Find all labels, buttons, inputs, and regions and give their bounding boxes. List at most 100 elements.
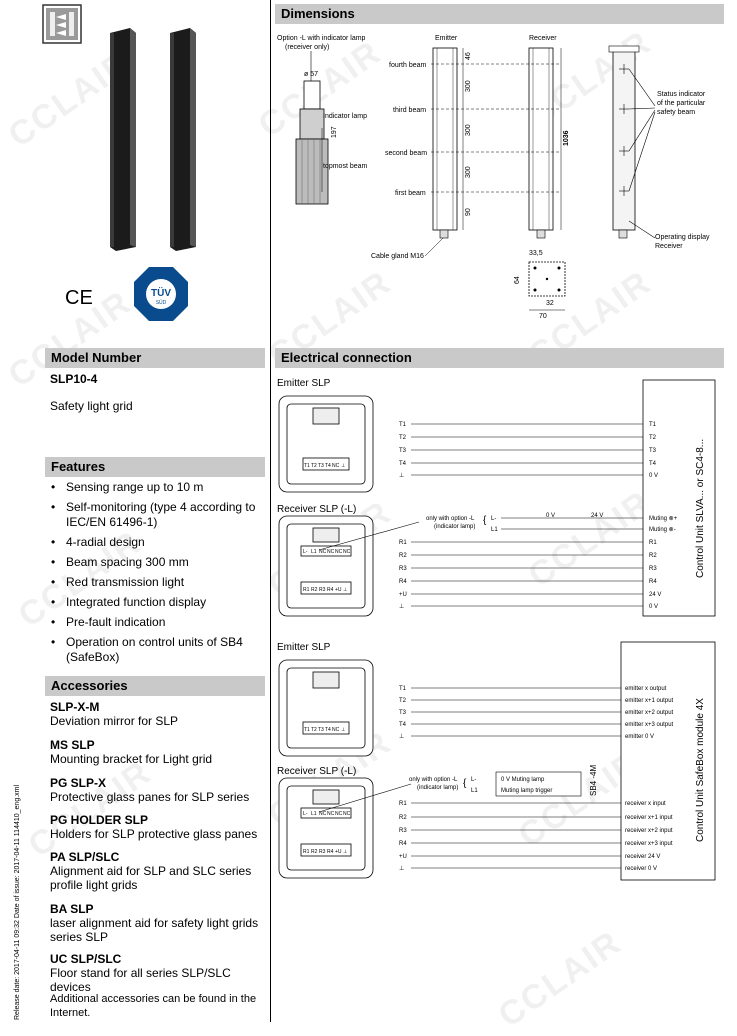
svg-text:NC: NC [319, 549, 327, 555]
accessory-desc: Deviation mirror for SLP [50, 714, 179, 728]
svg-text:L-: L- [491, 516, 496, 522]
svg-text:0 V: 0 V [649, 473, 658, 479]
svg-text:R4: R4 [327, 587, 334, 593]
accessory-name: PA SLP/SLC [50, 850, 120, 864]
svg-text:R4: R4 [399, 579, 407, 585]
accessory-desc: Mounting bracket for Light grid [50, 752, 213, 766]
features-header: Features [45, 457, 265, 477]
svg-text:R2: R2 [311, 587, 318, 593]
svg-text:R2: R2 [399, 815, 407, 821]
feature-item: Sensing range up to 10 m [48, 480, 263, 495]
svg-text:{: { [483, 515, 487, 526]
svg-text:T2: T2 [311, 727, 317, 733]
svg-text:⊥: ⊥ [399, 472, 404, 479]
model-number-header: Model Number [45, 348, 265, 368]
svg-text:Option -L with indicator lamp: Option -L with indicator lamp [277, 35, 366, 42]
model-number: SLP10-4 [50, 372, 98, 386]
svg-text:L1: L1 [471, 788, 478, 794]
feature-item: 4-radial design [48, 535, 263, 550]
accessory-name: PG HOLDER SLP [50, 813, 149, 827]
feature-item: Red transmission light [48, 575, 263, 590]
svg-text:(indicator lamp): (indicator lamp) [434, 524, 475, 530]
svg-text:Control Unit SLVA... or SC4-8.: Control Unit SLVA... or SC4-8... [695, 439, 706, 578]
accessory-desc: Alignment aid for SLP and SLC series pro… [50, 864, 252, 892]
svg-text:NC: NC [335, 549, 343, 555]
svg-text:T3: T3 [318, 727, 324, 733]
svg-text:T2: T2 [399, 435, 407, 441]
svg-text:64: 64 [514, 276, 521, 284]
svg-text:⊥: ⊥ [343, 849, 347, 855]
svg-text:R4: R4 [327, 849, 334, 855]
svg-text:NC: NC [327, 549, 335, 555]
svg-text:L-: L- [471, 777, 476, 783]
svg-text:T4: T4 [399, 461, 407, 467]
svg-text:L-: L- [303, 811, 308, 817]
feature-item: Integrated function display [48, 595, 263, 610]
watermark: CCLAIR [491, 923, 629, 1035]
accessory-item: MS SLP Mounting bracket for Light grid [50, 738, 265, 766]
svg-text:33,5: 33,5 [529, 250, 543, 257]
svg-text:⊥: ⊥ [343, 587, 347, 593]
svg-text:SB4 -4M: SB4 -4M [589, 765, 598, 796]
model-description: Safety light grid [50, 399, 133, 413]
svg-text:emitter x output: emitter x output [625, 686, 667, 692]
svg-text:T1: T1 [304, 463, 310, 469]
svg-text:Status indicator: Status indicator [657, 91, 706, 98]
svg-text:+U: +U [399, 592, 407, 598]
svg-text:0 V Muting lamp: 0 V Muting lamp [501, 777, 545, 783]
svg-text:R1: R1 [303, 849, 310, 855]
svg-text:R1: R1 [303, 587, 310, 593]
accessory-name: MS SLP [50, 738, 95, 752]
svg-text:32: 32 [546, 300, 554, 307]
svg-text:(receiver only): (receiver only) [285, 44, 329, 51]
svg-text:R3: R3 [399, 828, 407, 834]
svg-text:70: 70 [539, 313, 547, 320]
svg-text:R1: R1 [399, 801, 407, 807]
svg-text:⊥: ⊥ [341, 463, 345, 469]
svg-text:T4: T4 [649, 461, 657, 467]
svg-text:T1: T1 [399, 422, 407, 428]
svg-text:safety beam: safety beam [657, 109, 695, 116]
accessory-item: PG SLP-X Protective glass panes for SLP … [50, 776, 265, 804]
svg-text:L-: L- [303, 549, 308, 555]
svg-text:300: 300 [465, 166, 472, 178]
svg-text:T1: T1 [399, 686, 407, 692]
svg-text:receiver x+1 input: receiver x+1 input [625, 815, 673, 821]
svg-text:emitter 0 V: emitter 0 V [625, 734, 654, 740]
svg-text:R1: R1 [649, 540, 657, 546]
svg-text:24 V: 24 V [591, 513, 603, 519]
svg-text:Receiver SLP (-L): Receiver SLP (-L) [277, 504, 356, 515]
tuv-logo: TÜV SÜD [134, 267, 188, 321]
svg-text:Muting ⊗-: Muting ⊗- [649, 527, 676, 533]
svg-text:Operating display: Operating display [655, 234, 710, 241]
svg-text:R3: R3 [399, 566, 407, 572]
svg-text:Receiver: Receiver [655, 243, 683, 250]
svg-text:Receiver: Receiver [529, 35, 557, 42]
svg-text:197: 197 [331, 126, 338, 138]
dimensions-header: Dimensions [275, 4, 724, 24]
svg-text:R2: R2 [311, 849, 318, 855]
svg-text:L1: L1 [311, 811, 317, 817]
svg-text:T1: T1 [649, 422, 657, 428]
release-info: Release date: 2017-04-11 09:32 Date of i… [14, 784, 21, 1020]
svg-text:only with option -L: only with option -L [409, 777, 458, 783]
svg-text:only with option -L: only with option -L [426, 516, 475, 522]
svg-text:ø 57: ø 57 [304, 71, 318, 78]
svg-text:NC: NC [319, 811, 327, 817]
product-icon [42, 4, 82, 44]
accessory-desc: Protective glass panes for SLP series [50, 790, 250, 804]
accessories-note: Additional accessories can be found in t… [50, 993, 257, 1019]
svg-text:L1: L1 [491, 527, 498, 533]
svg-text:⊥: ⊥ [399, 865, 404, 872]
accessory-name: PG SLP-X [50, 776, 107, 790]
svg-text:Muting lamp trigger: Muting lamp trigger [501, 788, 552, 794]
product-photo [110, 28, 196, 251]
svg-text:R2: R2 [649, 553, 657, 559]
svg-text:receiver x+2 input: receiver x+2 input [625, 828, 673, 834]
svg-text:R4: R4 [399, 841, 407, 847]
column-divider [270, 0, 271, 1022]
svg-text:⊥: ⊥ [341, 727, 345, 733]
feature-item: Beam spacing 300 mm [48, 555, 263, 570]
svg-text:T3: T3 [318, 463, 324, 469]
svg-text:⊥: ⊥ [399, 733, 404, 740]
